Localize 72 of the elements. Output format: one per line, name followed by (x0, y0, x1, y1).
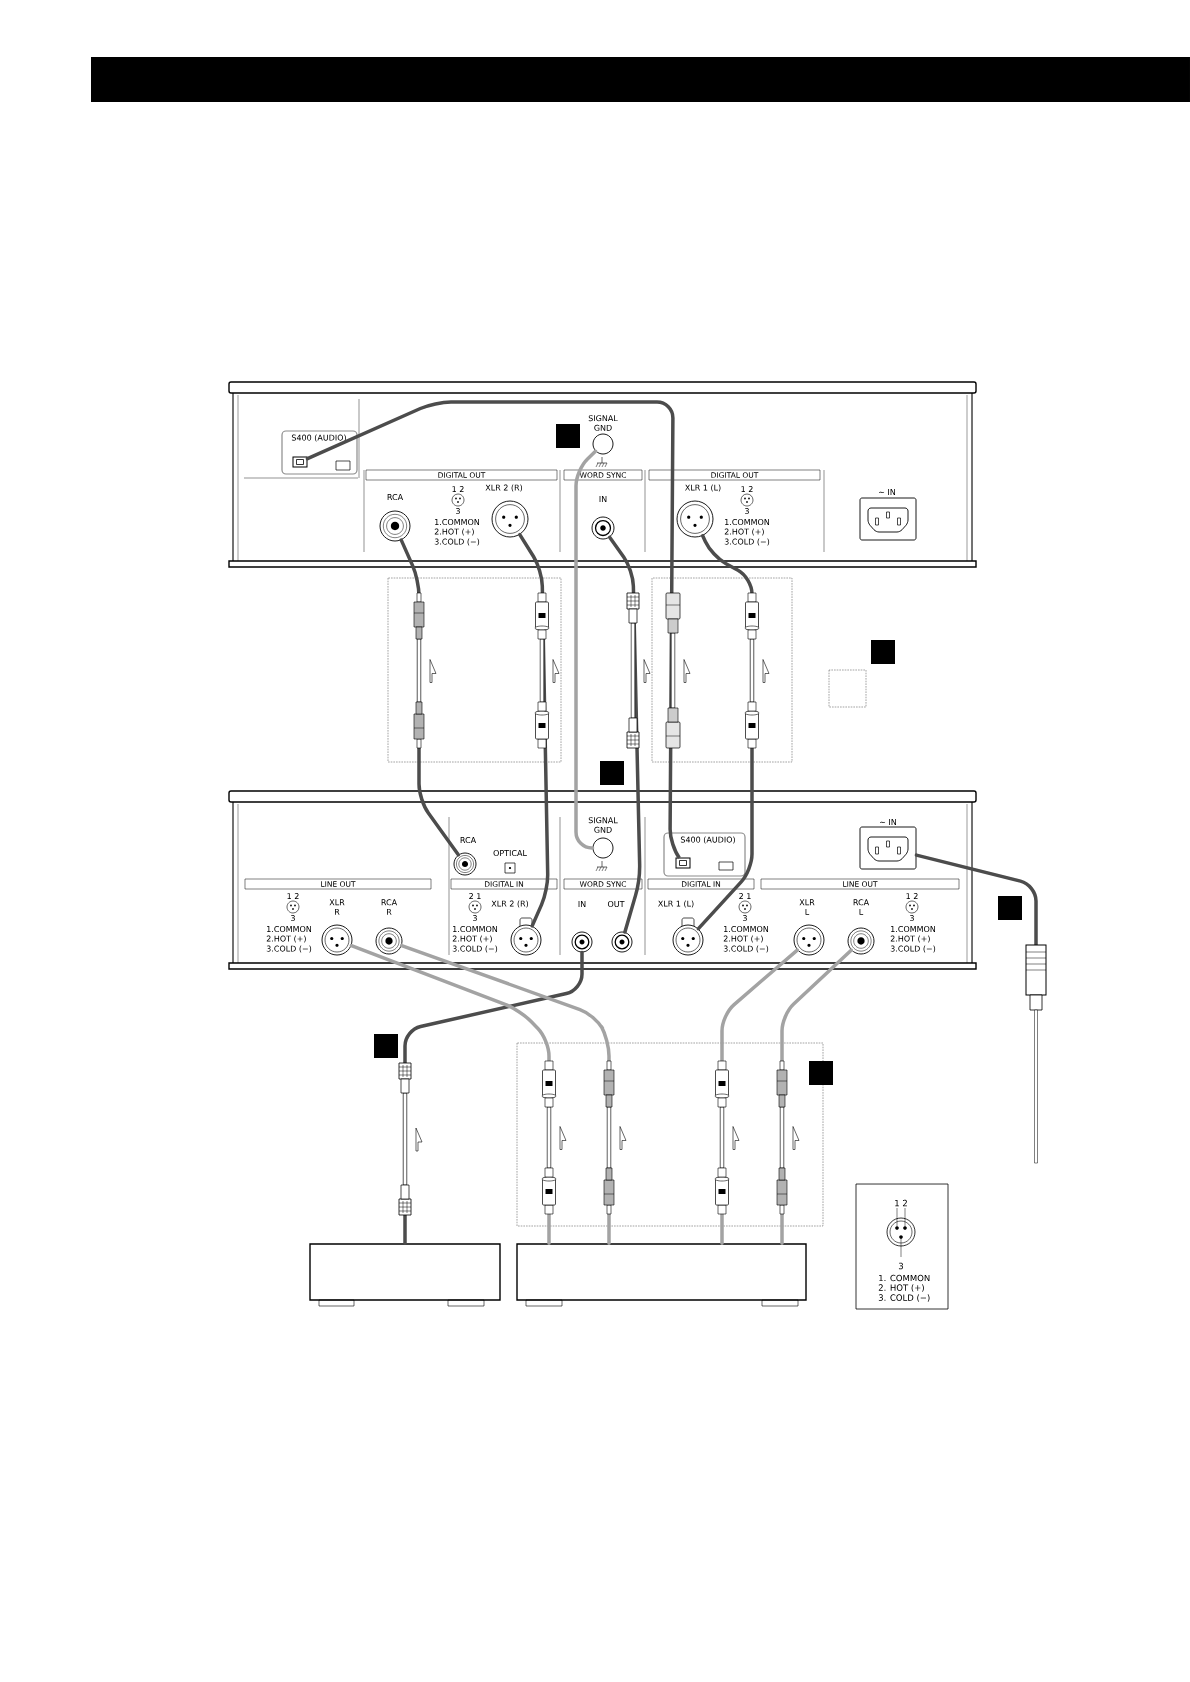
power-inlet: ∼ IN (859, 489, 917, 541)
node-label: XLR 2 (R) (491, 900, 529, 908)
pin-legend: 3.COLD (−) (890, 945, 936, 953)
pin-legend: 1.COMMON (435, 519, 479, 526)
pin-legend: 1.COMMON (724, 926, 768, 933)
pin-number: 3 (745, 508, 749, 515)
pin-diagram-box: 1 2 3 1. COMMON 2. HOT (+) 3. COLD (−) (855, 1183, 949, 1310)
pin-legend: 2.HOT (+) (724, 528, 764, 536)
node-label: IN (578, 901, 586, 907)
node-label: RCA (460, 836, 477, 844)
pin-legend: 2.HOT (+) (723, 935, 763, 943)
pin-number: 3 (291, 915, 295, 922)
pin-legend: 2.HOT (+) (890, 935, 930, 943)
device-box (516, 1243, 807, 1307)
pin-legend: 1.COMMON (267, 926, 311, 933)
pin-number: 3 (743, 915, 747, 922)
node-label: OPTICAL (493, 849, 527, 857)
xlr-jack: XLR 1 (L) (676, 484, 721, 538)
node-label: SIGNAL GND (588, 817, 618, 833)
node-label: RCA L (853, 899, 870, 915)
bnc-jack: IN (591, 496, 615, 540)
rca-jack: RCA (379, 494, 411, 542)
pin-legend: 1.COMMON (891, 926, 935, 933)
node-label: ∼ IN (880, 819, 896, 825)
node-label: OUT (607, 900, 625, 908)
connector-panel: S400 (AUDIO) (281, 430, 358, 475)
pin-legend: 3.COLD (−) (723, 945, 769, 953)
optical-jack: OPTICAL (493, 850, 527, 874)
node-label: XLR 1 (L) (658, 900, 694, 908)
xlr-jack: XLR 1 (L) (658, 900, 704, 956)
bnc-jack: IN (571, 901, 593, 953)
pin-legend: 3.COLD (−) (266, 945, 312, 953)
node-label: IN (599, 496, 607, 502)
pin-number: 3 (456, 508, 460, 515)
node-label: XLR L (799, 899, 815, 915)
node-label: XLR 1 (L) (685, 484, 721, 492)
rca-jack: RCA (453, 837, 477, 876)
pin-number: 3 (910, 915, 914, 922)
pin-number: 1 2 (906, 893, 918, 899)
pin-legend: 3.COLD (−) (434, 538, 480, 546)
pin-legend: 1.COMMON (453, 926, 497, 933)
pin-legend: 2.HOT (+) (452, 935, 492, 943)
xlr-jack: XLR R (321, 899, 353, 956)
device-box (309, 1243, 501, 1307)
node-label: RCA (387, 493, 404, 501)
ground-terminal: SIGNAL GND (588, 817, 618, 872)
xlr-jack: XLR L (793, 899, 825, 956)
pin-legend: 3.COLD (−) (452, 945, 498, 953)
node-label: XLR 2 (R) (485, 484, 523, 492)
rear-panel (228, 381, 977, 568)
xlr-jack: XLR 2 (R) (485, 484, 529, 538)
node-label: SIGNAL GND (588, 415, 618, 431)
power-inlet: ∼ IN (859, 819, 917, 870)
pin-legend: 1.COMMON (725, 519, 769, 526)
rear-panel (228, 790, 977, 970)
pin-number: 2 1 (469, 893, 481, 899)
bnc-jack: OUT (607, 901, 633, 953)
node-label: ∼ IN (879, 489, 895, 495)
pin-number: 1 2 (452, 486, 464, 492)
pin-legend: 2.HOT (+) (434, 528, 474, 536)
pin-number: 2 1 (739, 893, 751, 899)
connector-panel: S400 (AUDIO) (663, 832, 746, 877)
rca-jack: RCA L (847, 899, 875, 955)
ground-terminal: SIGNAL GND (588, 415, 618, 468)
rca-jack: RCA R (375, 899, 403, 955)
pin-legend: 2.HOT (+) (266, 935, 306, 943)
node-label: XLR R (329, 899, 345, 915)
pin-number: 3 (473, 915, 477, 922)
pin-number: 1 2 (741, 486, 753, 492)
pin-legend: 3.COLD (−) (724, 538, 770, 546)
node-label: RCA R (381, 899, 398, 915)
pin-number: 1 2 (287, 893, 299, 899)
